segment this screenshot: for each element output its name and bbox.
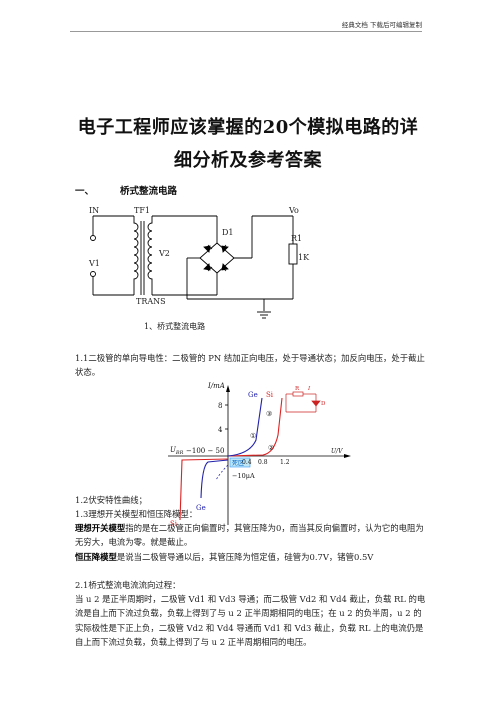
- label-v2: V2: [158, 249, 170, 258]
- para-1-2: 1.2伏安特性曲线；: [75, 495, 147, 505]
- inset-r-label: R: [295, 386, 300, 392]
- si-bottom-label: Si: [170, 520, 178, 528]
- inset-i-label: I: [307, 386, 311, 392]
- label-d1: D1: [222, 228, 234, 237]
- header-note: 经典文档 下载后可编辑复制: [341, 21, 422, 29]
- doc-title-line2: 细分析及参考答案: [174, 150, 322, 171]
- mark-3: ③: [266, 410, 272, 418]
- si-top-label: Si: [266, 391, 274, 399]
- label-trans: TRANS: [136, 297, 166, 306]
- section-title: 桥式整流电路: [120, 186, 178, 197]
- ubr-label: UBR: [170, 446, 184, 456]
- section-heading: 一、 桥式整流电路: [75, 183, 177, 197]
- para-constant-voltage-model: 恒压降模型是说当二极管导通以后，其管压降为恒定值，硅管为0.7V，锗管0.5V: [75, 550, 427, 564]
- label-vo: Vo: [288, 206, 299, 215]
- para-2-1-title: 2.1桥式整流电流流向过程：: [75, 580, 181, 590]
- label-r1-value: 1K: [298, 253, 310, 262]
- ideal-model-text: 指的是在二极管正向偏置时，其管压降为0，而当其反向偏置时，认为它的电阻为无穷大，…: [75, 523, 424, 548]
- label-tf1: TF1: [134, 206, 150, 215]
- ideal-model-term: 理想开关模型: [75, 523, 126, 533]
- y-axis-label: I/mA: [207, 382, 225, 390]
- cv-model-term: 恒压降模型: [75, 552, 117, 562]
- reverse-current-label: −10μA: [232, 472, 255, 480]
- y-tick-8: 8: [218, 402, 222, 410]
- ge-top-label: Ge: [248, 391, 258, 399]
- section-number: 一、: [75, 186, 95, 197]
- header-divider: [70, 31, 422, 32]
- input-terminal-bottom: [90, 271, 96, 277]
- mark-2: ②: [268, 444, 274, 452]
- diode-icon: [203, 263, 211, 271]
- arrow-icon: [226, 385, 230, 392]
- circuit-caption: 1、桥式整流电路: [144, 321, 205, 331]
- dead-zone-box: [229, 457, 251, 468]
- ge-bottom-label: Ge: [196, 504, 206, 512]
- diode-icon: [221, 245, 229, 253]
- para-1-1: 1.1二极管的单向导电性：二极管的 PN 结加正向电压，处于导通状态；加反向电压…: [75, 353, 425, 378]
- input-terminal-top: [90, 235, 96, 241]
- doc-title-line1: 电子工程师应该掌握的20个模拟电路的详: [77, 117, 419, 138]
- para-2-1-body: 当 u 2 是正半周期时，二极管 Vd1 和 Vd3 导通；而二极管 Vd2 和…: [75, 594, 426, 648]
- diode-icon: [203, 245, 211, 253]
- dead-zone-label: 死区: [232, 460, 244, 467]
- label-v1: V1: [88, 259, 100, 268]
- arrow-icon: [344, 454, 351, 458]
- diode-icon: [221, 263, 229, 271]
- x-tick-12: 1.2: [280, 459, 290, 466]
- y-tick-4: 4: [218, 426, 223, 434]
- x-tick-04: 0.4: [242, 459, 252, 466]
- para-1-3: 1.3理想开关模型和恒压降模型：: [75, 509, 198, 519]
- para-ideal-model: 理想开关模型指的是在二极管正向偏置时，其管压降为0，而当其反向偏置时，认为它的电…: [75, 521, 427, 550]
- label-in: IN: [89, 206, 99, 215]
- transformer-secondary: [147, 216, 153, 295]
- ground-icon: [257, 311, 271, 319]
- label-r1: R1: [291, 234, 302, 243]
- x-neg-ticks: −100 − 50: [186, 447, 224, 455]
- load-resistor: [288, 243, 298, 265]
- inset-d-label: D: [321, 401, 326, 407]
- cv-model-text: 是说当二极管导通以后，其管压降为恒定值，硅管为0.7V，锗管0.5V: [116, 552, 374, 562]
- x-tick-08: 0.8: [258, 459, 268, 466]
- transformer-primary: [133, 216, 139, 295]
- x-axis-unit: U/V: [331, 448, 343, 455]
- iv-characteristic-graph: I/mA 8 4 Ge Si ③ ① ② UBR −100 − 50 0.4 0…: [168, 382, 351, 528]
- bridge-rectifier-circuit: IN TF1 Vo D1 V2 R1 1K V1 TRANS 1、桥式整流电路: [88, 206, 310, 331]
- mark-1: ①: [250, 432, 256, 440]
